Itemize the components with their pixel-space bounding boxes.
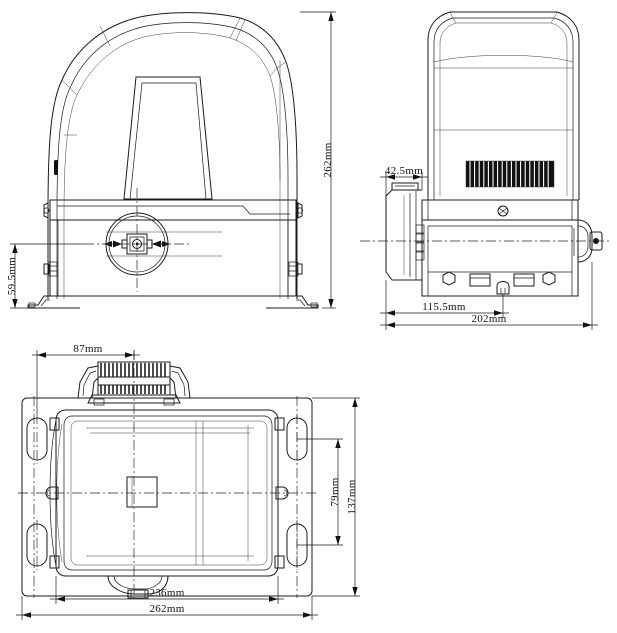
ventilation-grille: [465, 160, 555, 188]
dim-top-body-width: 236mm: [149, 587, 184, 599]
dim-top-shaft-offset: 87mm: [73, 343, 102, 355]
dim-side-total-depth: 202mm: [471, 313, 506, 325]
front-elevation-view: 262mm 59.5mm: [6, 11, 336, 309]
hex-bolt-left: [442, 271, 456, 286]
hex-bolt-right: [542, 271, 556, 286]
dim-front-shaft-height: 59.5mm: [6, 257, 18, 295]
dim-top-base-width: 262mm: [149, 603, 184, 615]
dim-top-base-depth: 137mm: [346, 479, 358, 514]
dim-side-bolt-center: 115.5mm: [422, 301, 466, 313]
top-plan-view: 87mm 236mm 262mm 79mm 137mm: [16, 343, 360, 620]
dim-top-hole-pitch: 79mm: [329, 477, 341, 506]
side-elevation-view: 42.5mm 115.5mm 202mm: [360, 11, 610, 330]
dim-side-flange-depth: 42.5mm: [385, 165, 423, 177]
dim-front-height: 262mm: [322, 142, 334, 177]
